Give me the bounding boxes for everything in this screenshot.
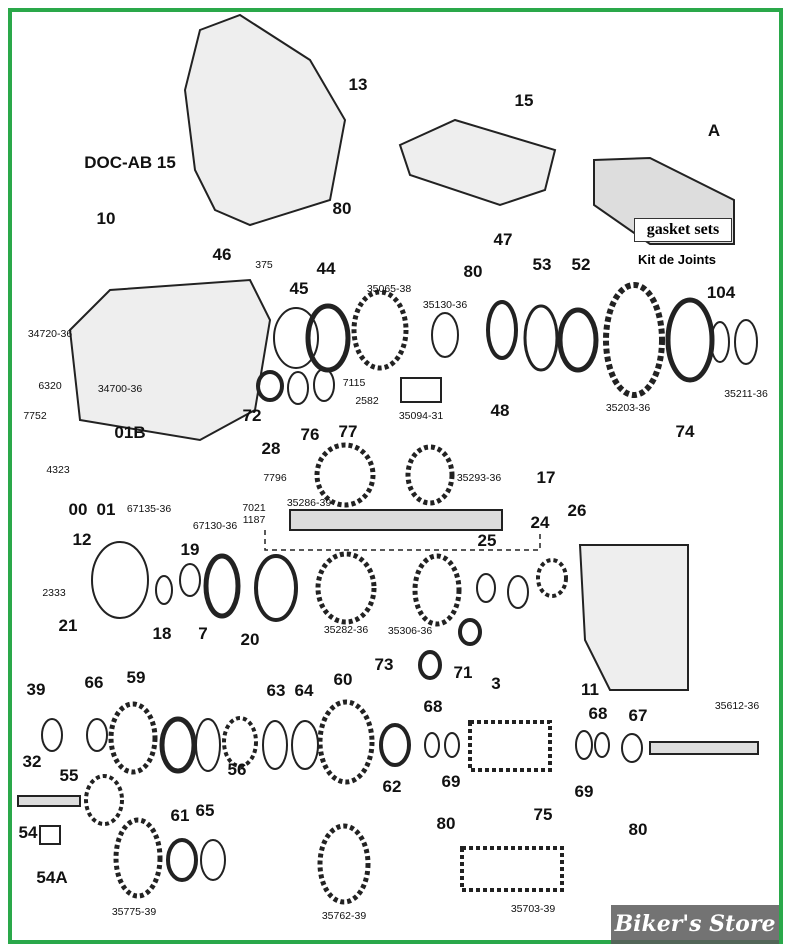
part-callout: 48: [490, 401, 510, 420]
part-callout: 54: [18, 823, 38, 842]
part-callout: 6320: [38, 380, 62, 392]
part-callout: 3: [491, 674, 501, 693]
part-callout: 7: [198, 624, 208, 643]
part-callout: 46: [212, 245, 232, 264]
part-callout: 74: [675, 422, 695, 441]
part-callout: 2333: [42, 587, 66, 599]
part-callout: 80: [463, 262, 483, 281]
part-callout: 72: [242, 406, 262, 425]
part-callout: 61: [170, 806, 190, 825]
part-callout: 62: [382, 777, 402, 796]
part-callout: 35094-31: [398, 410, 444, 422]
part-callout: 7796: [263, 472, 287, 484]
part-callout: 63: [266, 681, 286, 700]
part-callout: 25: [477, 531, 497, 550]
part-callout: 66: [84, 673, 104, 692]
part-callout: 1187: [242, 514, 266, 526]
part-callout: 34720-36: [27, 328, 73, 340]
part-callout: 45: [289, 279, 309, 298]
part-callout: 35211-36: [724, 388, 768, 400]
part-callout: 34700-36: [97, 383, 143, 395]
part-callout: 2582: [355, 395, 379, 407]
part-callout: 77: [338, 422, 358, 441]
part-callout: 39: [26, 680, 46, 699]
part-callout: 35612-36: [714, 700, 760, 712]
part-callout: 20: [240, 630, 260, 649]
part-callout: 75: [533, 805, 553, 824]
part-callout: 69: [574, 782, 594, 801]
part-callout: 35703-39: [510, 903, 556, 915]
part-callout: 7752: [23, 410, 47, 422]
part-callout: 68: [423, 697, 443, 716]
part-callout: 76: [300, 425, 320, 444]
part-callout: 35306-36: [387, 625, 433, 637]
part-callout: 28: [261, 439, 281, 458]
part-callout: 67135-36: [126, 503, 172, 515]
part-callout: 35282-36: [323, 624, 369, 636]
part-callout: 71: [453, 663, 473, 682]
part-callout: 80: [628, 820, 648, 839]
part-callout: 26: [567, 501, 587, 520]
part-callout: 17: [536, 468, 556, 487]
part-callout: 56: [227, 760, 247, 779]
part-callout: 68: [588, 704, 608, 723]
part-callout: 01B: [114, 423, 146, 442]
part-callout: 35130-36: [422, 299, 468, 311]
part-callout: 35065-38: [366, 283, 412, 295]
part-callout: A: [707, 121, 721, 140]
part-callout: 32: [22, 752, 42, 771]
side-cover: [578, 544, 689, 691]
part-callout: 19: [180, 540, 200, 559]
part-callout: 80: [436, 814, 456, 833]
part-callout: 60: [333, 670, 353, 689]
part-callout: 24: [530, 513, 550, 532]
part-callout: 65: [195, 801, 215, 820]
part-callout: 375: [255, 259, 273, 271]
part-callout: 18: [152, 624, 172, 643]
gasket-sets-box-text: gasket sets: [634, 218, 732, 242]
part-callout: 21: [58, 616, 78, 635]
part-callout: 7021: [242, 502, 266, 514]
part-callout: 53: [532, 255, 552, 274]
part-callout: 59: [126, 668, 146, 687]
transmission-cover: [183, 13, 347, 227]
part-callout: 13: [348, 75, 368, 94]
part-callout: 4323: [46, 464, 70, 476]
part-callout: 35286-39: [286, 497, 332, 509]
part-callout: 11: [581, 680, 599, 699]
part-callout: 00: [68, 500, 88, 519]
part-callout: 54A: [36, 868, 68, 887]
part-callout: 52: [571, 255, 591, 274]
watermark-logo: Biker's Store: [611, 905, 779, 944]
part-callout: 73: [374, 655, 394, 674]
part-callout: 80: [332, 199, 352, 218]
part-callout: 35762-39: [321, 910, 367, 922]
doc-label: DOC-AB 15: [84, 153, 176, 172]
part-callout: 35203-36: [605, 402, 651, 414]
part-callout: 69: [441, 772, 461, 791]
main-case: [68, 278, 272, 442]
part-callout: 64: [294, 681, 314, 700]
part-callout: 7115: [342, 377, 366, 389]
part-callout: 15: [514, 91, 534, 110]
part-callout: 01: [96, 500, 116, 519]
part-callout: 12: [72, 530, 92, 549]
part-callout: 35293-36: [456, 472, 502, 484]
part-callout: 67130-36: [192, 520, 238, 532]
part-callout: 35775-39: [111, 906, 157, 918]
green-border: [8, 8, 783, 944]
part-callout: 67: [628, 706, 648, 725]
part-callout: 104: [706, 283, 736, 302]
part-callout: 55: [59, 766, 79, 785]
part-callout: 44: [316, 259, 336, 278]
top-plate: [398, 118, 557, 207]
gasket-caption: Kit de Joints: [638, 252, 717, 267]
part-callout: 10: [96, 209, 116, 228]
part-callout: 47: [493, 230, 513, 249]
